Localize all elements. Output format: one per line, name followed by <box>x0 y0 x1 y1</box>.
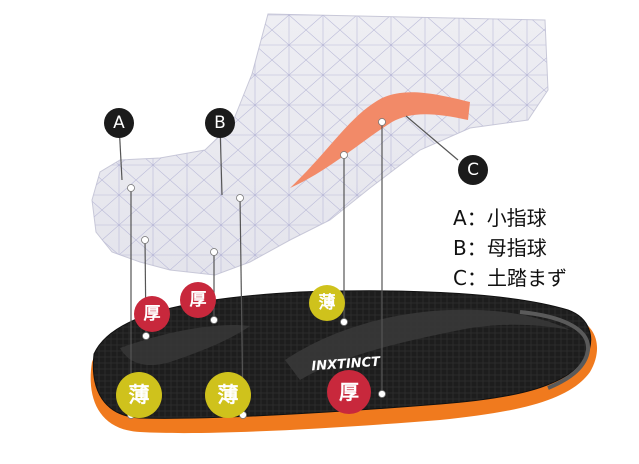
foot-wireframe <box>91 13 549 276</box>
zone-thin-badge: 薄 <box>205 372 251 418</box>
zone-thin-badge: 薄 <box>116 372 162 418</box>
legend-separator: ： <box>466 236 487 260</box>
legend-separator: ： <box>466 266 487 290</box>
legend-separator: ： <box>466 206 487 230</box>
zone-thick-badge: 厚 <box>180 282 216 318</box>
marker-a: A <box>104 108 134 138</box>
zone-thin-badge: 薄 <box>309 285 345 321</box>
legend-item: A：小指球 <box>453 203 633 233</box>
marker-c: C <box>458 155 488 185</box>
marker-b: B <box>205 108 235 138</box>
zone-thick-badge: 厚 <box>327 370 371 414</box>
legend: A：小指球 B：母指球 C：土踏まず <box>453 203 633 293</box>
legend-key: A <box>453 206 467 230</box>
legend-item: C：土踏まず <box>453 263 633 293</box>
arch-highlight <box>290 92 470 188</box>
legend-key: C <box>453 266 467 290</box>
legend-text: 母指球 <box>486 236 547 260</box>
legend-text: 小指球 <box>486 206 547 230</box>
zone-thick-badge: 厚 <box>134 296 170 332</box>
legend-item: B：母指球 <box>453 233 633 263</box>
legend-key: B <box>453 236 467 260</box>
legend-text: 土踏まず <box>486 266 567 290</box>
brand-logo: INXTINCT <box>311 355 382 375</box>
